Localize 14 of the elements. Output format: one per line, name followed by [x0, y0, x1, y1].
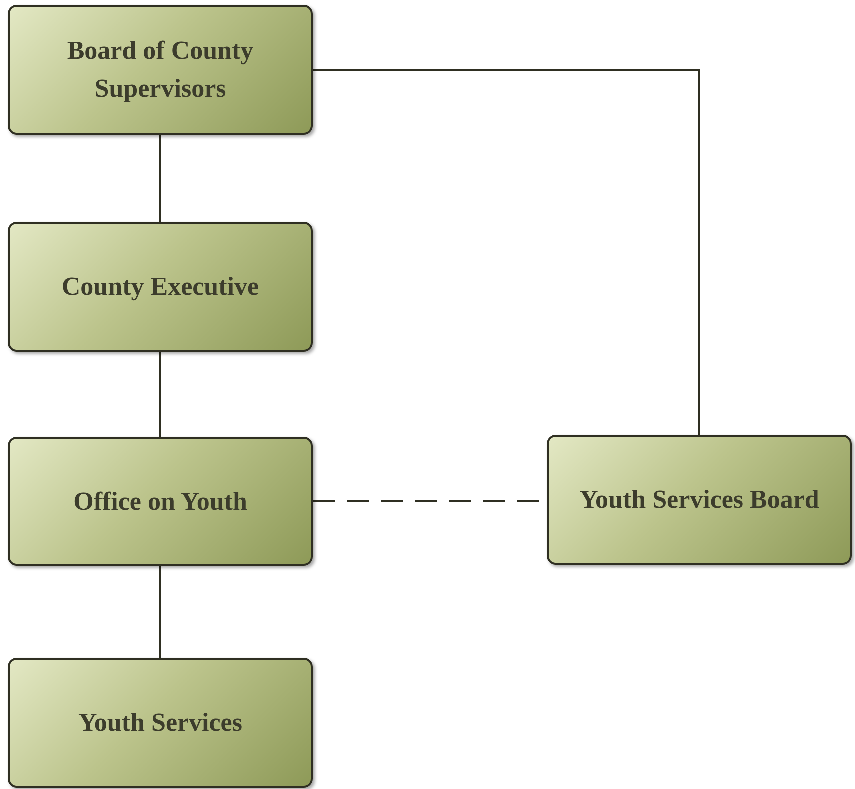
connector-line [160, 135, 162, 222]
org-box [8, 658, 313, 788]
org-box [8, 437, 313, 566]
connector-line [160, 566, 162, 658]
org-box [547, 435, 852, 565]
box-label: Board of County Supervisors [66, 35, 255, 105]
org-box [8, 222, 313, 352]
connector-line [160, 352, 162, 437]
box-label: Office on Youth [72, 486, 248, 518]
box-label: County Executive [60, 271, 260, 304]
box-label: Youth Services [78, 707, 244, 740]
org-box [8, 5, 313, 135]
connector-line [313, 69, 700, 435]
box-label: Youth Services Board [578, 484, 820, 516]
